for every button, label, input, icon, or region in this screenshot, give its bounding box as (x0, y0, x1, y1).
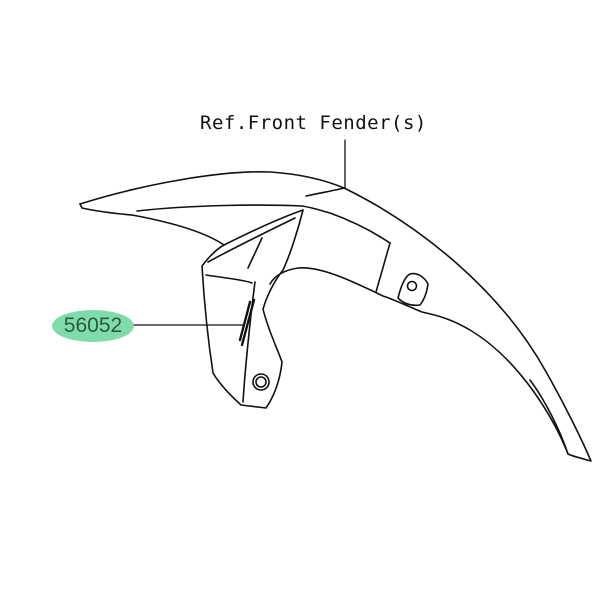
front-fender-outline (79, 171, 592, 462)
mounting-slot (397, 272, 429, 307)
reference-label: Ref.Front Fender(s) (200, 112, 427, 134)
decal-part (238, 298, 256, 347)
bolt-hole (252, 373, 270, 391)
fender-side-panel (201, 209, 304, 409)
part-number-56052[interactable]: 56052 (52, 310, 134, 342)
